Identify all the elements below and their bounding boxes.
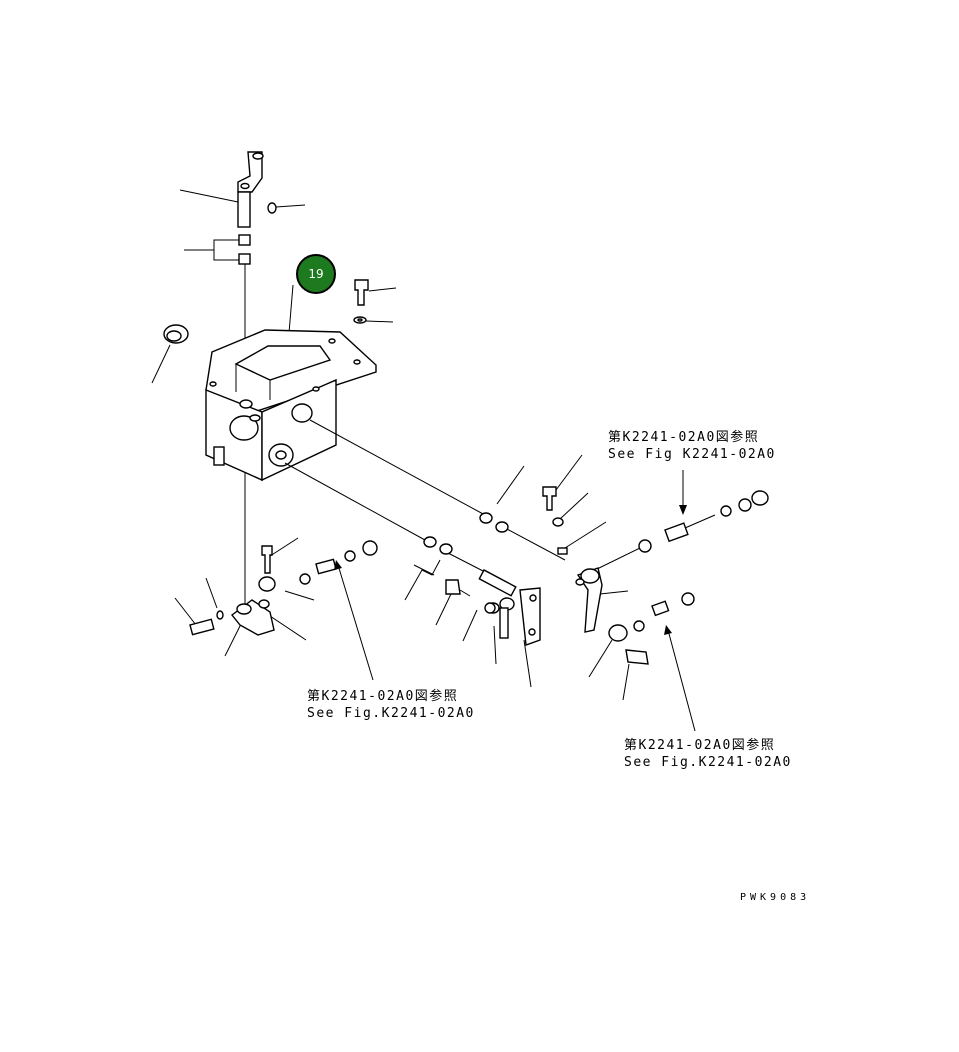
top-lever [237,151,277,228]
bracket [478,569,541,646]
right-lower-set [608,592,695,665]
reference-jp-3: 第K2241-02A0図参照 [624,738,776,753]
top-bolt [353,279,369,324]
right-rod [594,547,641,571]
reference-note-2: 第K2241-02A0図参照 See Fig.K2241-02A0 [307,688,475,722]
long-rod-lower [284,462,426,541]
housing [205,329,377,482]
reference-jp-2: 第K2241-02A0図参照 [307,689,459,704]
right-upper-rod-end [638,490,769,553]
reference-note-3: 第K2241-02A0図参照 See Fig.K2241-02A0 [624,737,792,771]
leader-lines [151,189,630,701]
drawing-code: PWK9083 [740,892,811,903]
mid-bushings [423,512,509,555]
item-number-badge: 19 [296,254,336,294]
reference-en-3: See Fig.K2241-02A0 [624,755,792,770]
bushings [238,234,251,265]
reference-jp-1: 第K2241-02A0図参照 [608,430,760,445]
small-nuts-mid [445,579,496,614]
mid-bolt [542,486,568,555]
grommet [163,324,189,344]
long-rod-lower-2 [447,552,486,573]
reference-en-1: See Fig K2241-02A0 [608,447,776,462]
right-arm [575,567,603,633]
left-bottom-parts [189,540,378,636]
badge-number: 19 [308,267,324,281]
reference-en-2: See Fig.K2241-02A0 [307,706,475,721]
long-rod-upper-2 [504,527,566,561]
long-rod-upper [309,419,486,516]
reference-arrows [334,470,696,732]
reference-note-1: 第K2241-02A0図参照 See Fig K2241-02A0 [608,429,776,463]
